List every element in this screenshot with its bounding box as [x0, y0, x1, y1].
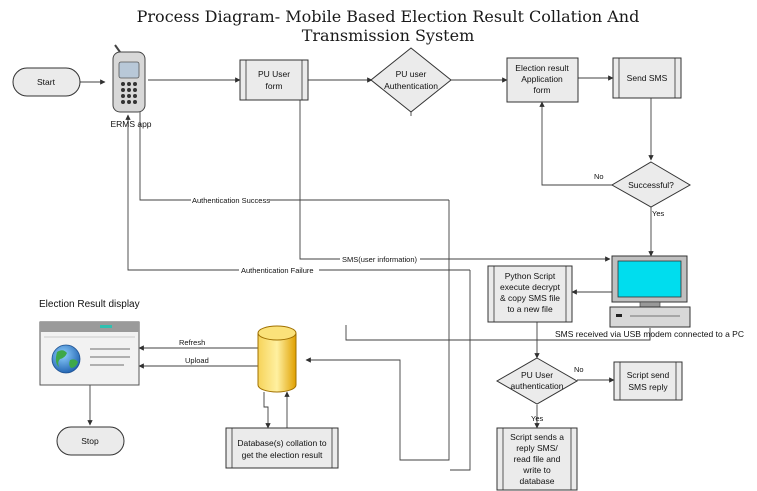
pu-user-form-line2: form [266, 81, 283, 91]
pu-auth-line2: Authentication [384, 81, 438, 91]
yes-label-2: Yes [531, 414, 543, 423]
python-line4: to a new file [507, 304, 553, 314]
election-form-line3: form [534, 85, 551, 95]
flow-connectors [80, 75, 654, 471]
stop-terminal: Stop [56, 426, 125, 456]
no-label-2: No [574, 365, 584, 374]
pu-user-form-line1: PU User [258, 69, 290, 79]
election-result-application-form-box: Election result Application form [506, 57, 579, 103]
start-label: Start [37, 77, 56, 87]
send-sms-box: Send SMS [612, 57, 682, 99]
authentication-success-label: Authentication Success [192, 196, 270, 205]
election-form-line1: Election result [515, 63, 569, 73]
successful-diamond: Successful? [610, 161, 692, 208]
script-reply-line1: Script send [627, 370, 670, 380]
erms-app-label: ERMS app [110, 119, 151, 129]
sms-received-label: SMS received via USB modem connected to … [555, 329, 744, 339]
script-reply-line2: SMS reply [628, 382, 668, 392]
pu-user-authentication-diamond-2: PU User authentication [495, 357, 579, 405]
election-result-display-title: Election Result display [39, 299, 140, 310]
refresh-label: Refresh [179, 338, 205, 347]
sms-user-information-label: SMS(user information) [342, 255, 418, 264]
script-sends-line5: database [520, 476, 555, 486]
diagram-title-line1: Process Diagram- Mobile Based Election R… [137, 7, 640, 26]
stop-label: Stop [81, 436, 99, 446]
script-sends-reply-box: Script sends a reply SMS/ read file and … [496, 427, 578, 491]
pu-auth2-line1: PU User [521, 370, 553, 380]
start-terminal: Start [12, 67, 81, 97]
script-send-sms-reply-box: Script send SMS reply [613, 361, 683, 401]
election-form-line2: Application [521, 74, 563, 84]
no-label-1: No [594, 172, 604, 181]
successful-label: Successful? [628, 180, 674, 190]
send-sms-label: Send SMS [627, 73, 668, 83]
script-sends-line1: Script sends a [510, 432, 564, 442]
pu-user-authentication-diamond: PU user Authentication [370, 47, 452, 113]
python-line2: execute decrypt [500, 282, 561, 292]
diagram-title-line2: Transmission System [302, 26, 475, 45]
db-collation-line2: get the election result [242, 450, 323, 460]
script-sends-line2: reply SMS/ [516, 443, 558, 453]
database-collation-box: Database(s) collation to get the electio… [225, 427, 339, 469]
script-sends-line3: read file and [514, 454, 561, 464]
mobile-phone-icon [112, 44, 146, 113]
script-sends-line4: write to [522, 465, 551, 475]
python-line1: Python Script [505, 271, 556, 281]
database-icon [257, 325, 297, 393]
python-line3: & copy SMS file [500, 293, 560, 303]
upload-label: Upload [185, 356, 209, 365]
db-collation-line1: Database(s) collation to [237, 438, 327, 448]
authentication-failure-label: Authentication Failure [241, 266, 314, 275]
pu-user-form-box: PU User form [239, 59, 309, 101]
pu-auth-line1: PU user [396, 69, 427, 79]
yes-label-1: Yes [652, 209, 664, 218]
globe-icon [51, 344, 81, 374]
pu-auth2-line2: authentication [511, 381, 564, 391]
pc-computer-icon [609, 255, 691, 328]
python-script-box: Python Script execute decrypt & copy SMS… [487, 265, 573, 323]
